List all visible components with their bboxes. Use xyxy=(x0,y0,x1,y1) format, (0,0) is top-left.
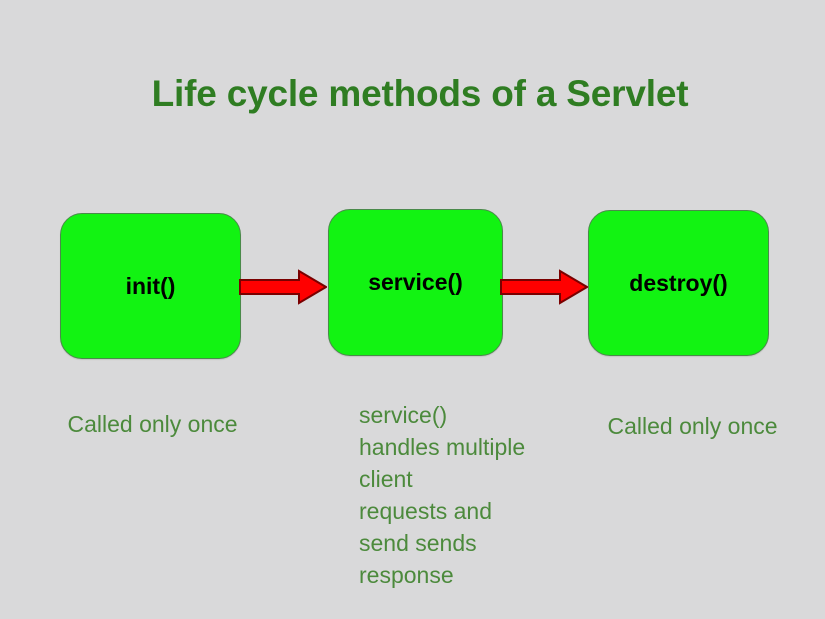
caption-destroy: Called only once xyxy=(600,410,785,442)
right-arrow-icon xyxy=(500,269,589,305)
caption-destroy-line-2: once xyxy=(727,413,778,439)
arrow-service-to-destroy xyxy=(500,269,589,310)
caption-init-line-2: once xyxy=(187,411,238,437)
caption-service-line-1: service() xyxy=(359,402,448,428)
caption-service-line-2: handles multiple xyxy=(359,434,526,460)
caption-service-line-5: send sends xyxy=(359,530,477,556)
caption-service-line-3: client xyxy=(359,466,413,492)
arrow-init-to-service xyxy=(239,269,328,310)
page-title: Life cycle methods of a Servlet xyxy=(151,73,689,114)
flow-node-service: service() xyxy=(328,209,503,356)
flow-node-destroy-label: destroy() xyxy=(629,269,728,296)
flow-node-destroy: destroy() xyxy=(588,210,769,356)
flow-node-init-label: init() xyxy=(125,272,176,299)
caption-service-line-6: response xyxy=(359,562,454,588)
flow-node-init: init() xyxy=(60,213,241,359)
flow-node-service-label: service() xyxy=(368,269,463,295)
caption-service: service() handles multiple client reques… xyxy=(359,399,574,591)
caption-destroy-line-1: Called only xyxy=(607,413,722,439)
right-arrow-icon xyxy=(239,269,328,305)
caption-init: Called only once xyxy=(55,408,250,440)
caption-service-line-4: requests and xyxy=(359,498,492,524)
caption-init-line-1: Called only xyxy=(67,411,182,437)
